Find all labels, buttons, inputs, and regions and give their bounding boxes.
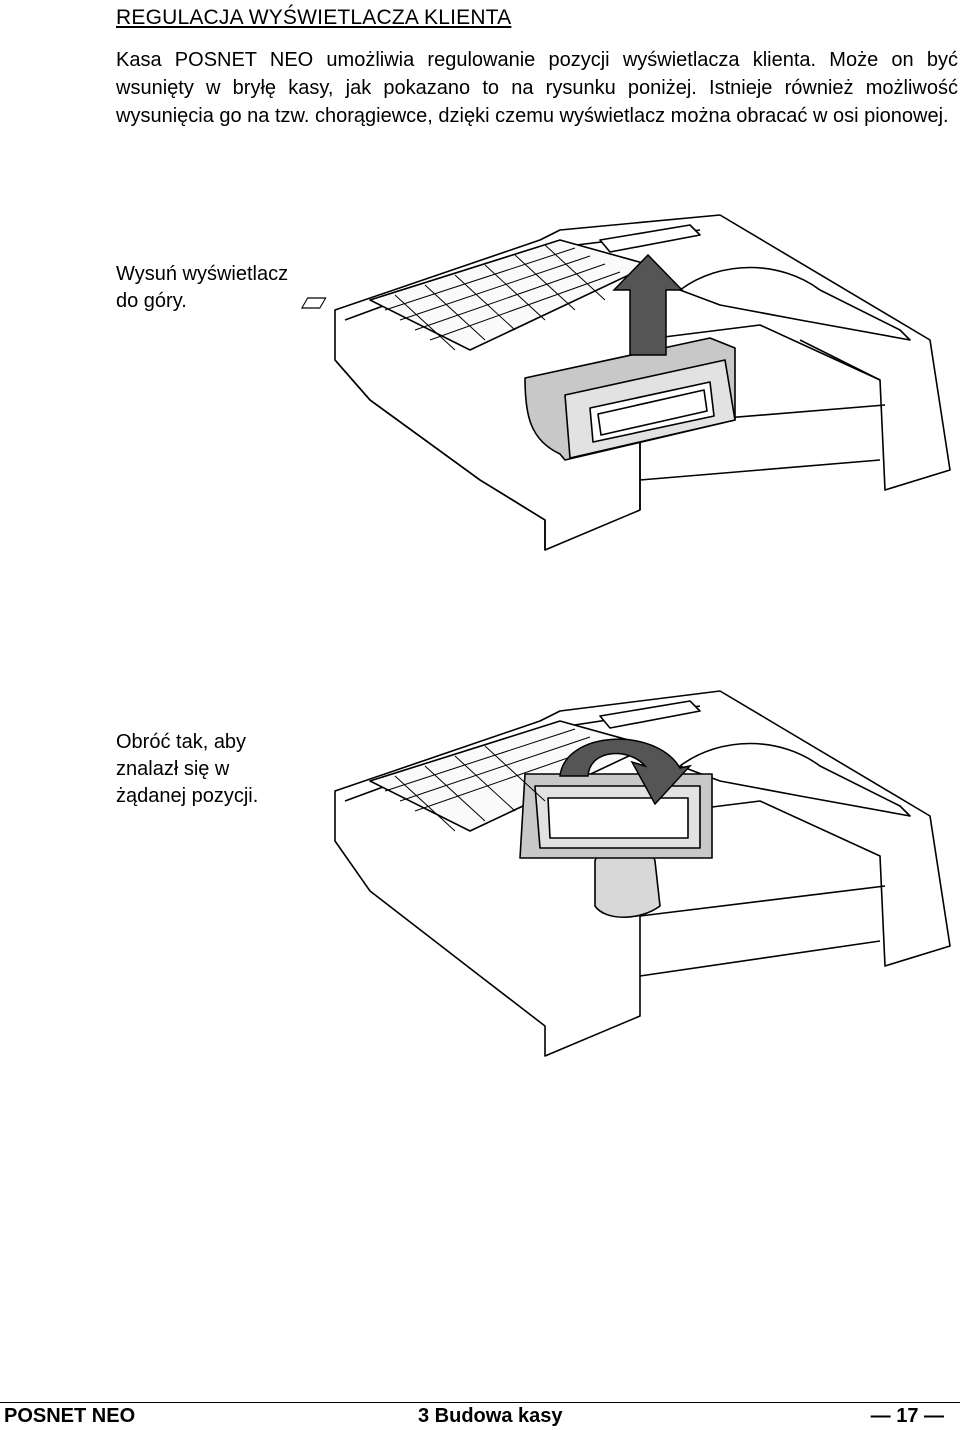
cash-register-figure-1 xyxy=(300,214,951,551)
footer-divider xyxy=(0,1402,960,1403)
footer-page-number: — 17 — xyxy=(870,1405,944,1427)
cash-register-figure-2 xyxy=(334,690,951,1057)
intro-paragraph: Kasa POSNET NEO umożliwia regulowanie po… xyxy=(116,49,958,127)
footer-product: POSNET NEO xyxy=(4,1405,136,1427)
figure-2-caption: Obróć tak, aby znalazł się w żądanej poz… xyxy=(116,731,259,807)
section-heading: REGULACJA WYŚWIETLACZA KLIENTA xyxy=(116,6,512,29)
footer-chapter: 3 Budowa kasy xyxy=(418,1405,563,1427)
up-arrow-icon xyxy=(612,253,684,356)
figure-1-caption: Wysuń wyświetlacz do góry. xyxy=(116,263,289,312)
rotate-arrow-icon xyxy=(559,738,693,806)
